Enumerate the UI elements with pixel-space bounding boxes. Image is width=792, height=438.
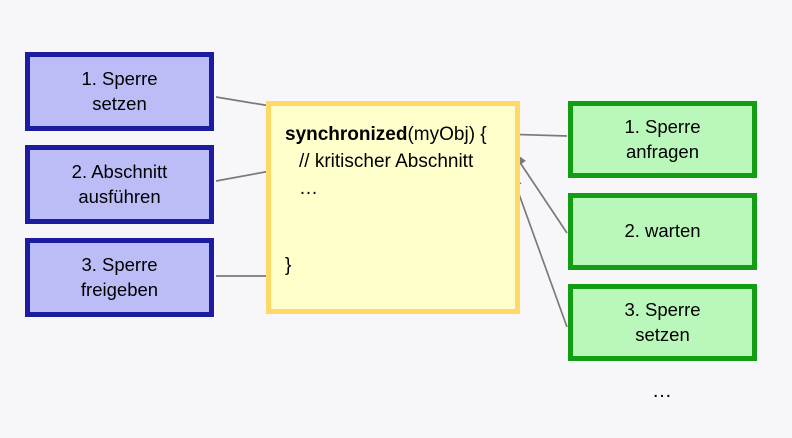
step-box-line-2: ausführen [78,185,161,207]
step-box-line-2: freigeben [80,278,159,300]
step-box-abschnitt-ausfuehren[interactable]: 2. Abschnitt ausführen [25,145,214,224]
lock-box-line-1: 3. Sperre [624,299,701,321]
lock-box-line-1: 2. warten [624,220,701,242]
code-line-ellipsis: … [299,177,318,199]
connector-warten [512,151,568,234]
step-box-sperre-setzen[interactable]: 1. Sperre setzen [25,52,214,131]
step-box-line-1: 1. Sperre [81,68,158,90]
code-line-comment: // kritischer Abschnitt [299,150,474,172]
step-box-line-2: setzen [92,92,147,114]
lock-box-sperre-setzen[interactable]: 3. Sperre setzen [568,284,757,361]
lock-box-sperre-anfragen[interactable]: 1. Sperre anfragen [568,101,757,178]
lock-box-line-2: anfragen [625,140,700,162]
code-line-synchronized-rest: (myObj) { [407,124,487,145]
code-line-closing-brace: } [285,254,292,276]
code-block[interactable]: synchronized(myObj) { // kritischer Absc… [266,101,520,314]
step-box-line-1: 3. Sperre [81,254,158,276]
lock-box-line-1: 1. Sperre [624,116,701,138]
code-line-synchronized: synchronized(myObj) { [285,122,501,149]
step-box-line-1: 2. Abschnitt [71,161,168,183]
step-box-sperre-freigeben[interactable]: 3. Sperre freigeben [25,238,214,317]
lock-box-warten[interactable]: 2. warten [568,193,757,270]
lock-box-line-2: setzen [635,323,690,345]
lock-column-ellipsis: … [652,380,673,402]
code-keyword-synchronized: synchronized [285,124,408,145]
